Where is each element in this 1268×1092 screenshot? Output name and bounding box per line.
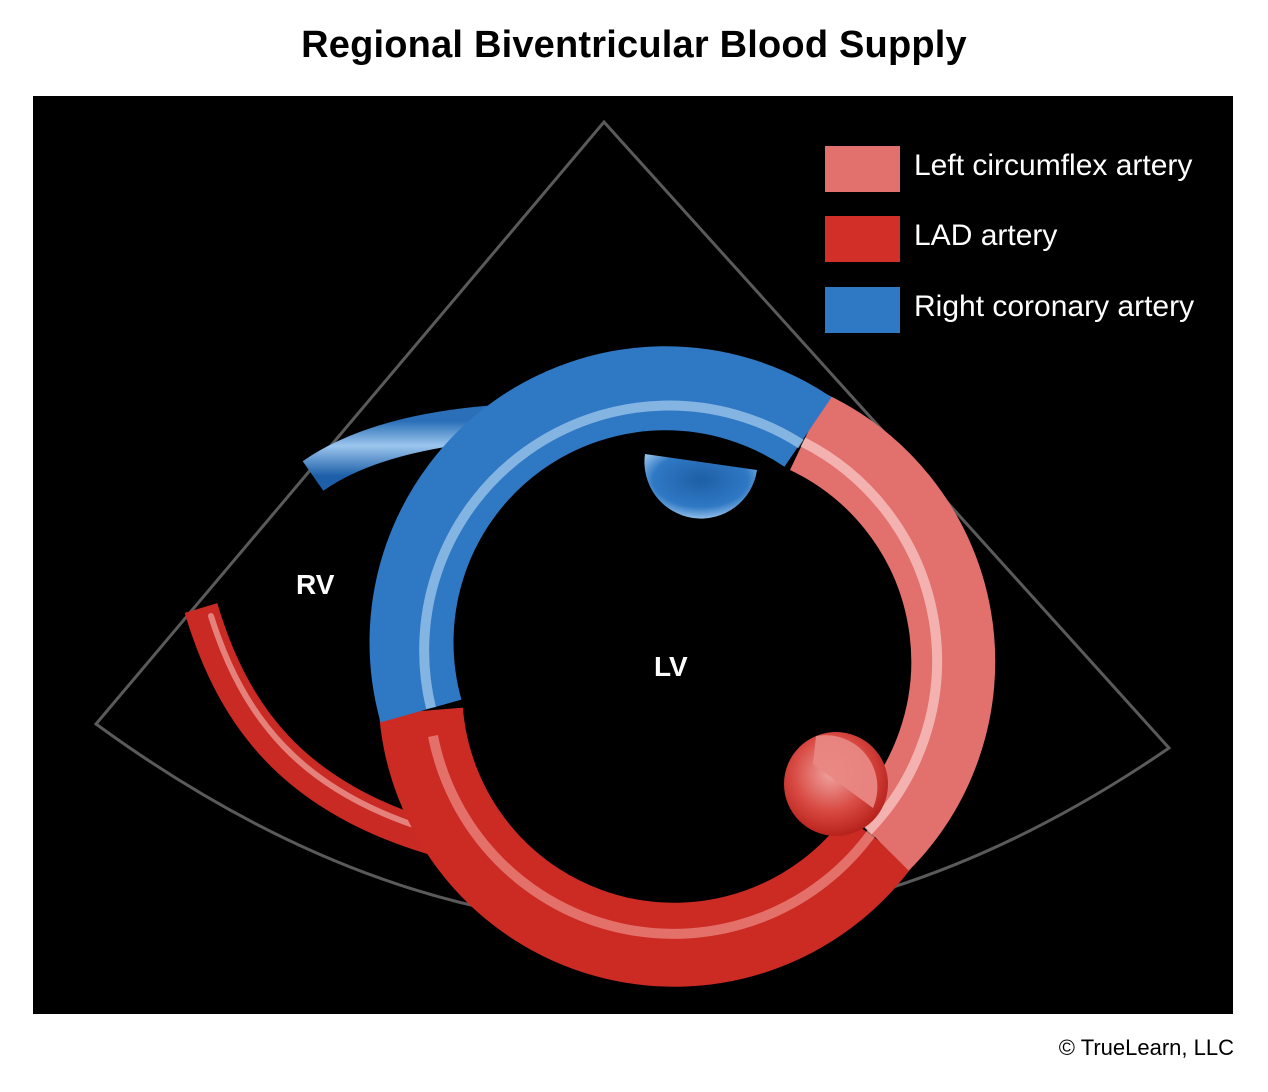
lv-circumflex-highlight bbox=[800, 437, 943, 835]
legend-swatch-left-circumflex bbox=[825, 146, 900, 192]
rv-label: RV bbox=[296, 569, 335, 600]
rv-free-wall-lad-highlight bbox=[208, 613, 432, 833]
rv-free-wall-lad-segment bbox=[184, 603, 438, 855]
anterolateral-papillary-muscle-circumflex bbox=[813, 735, 878, 808]
posteromedial-papillary-muscle bbox=[644, 454, 757, 519]
legend-item-right-coronary: Right coronary artery bbox=[825, 287, 1245, 333]
diagram-title: Regional Biventricular Blood Supply bbox=[301, 24, 967, 66]
legend-label-lad: LAD artery bbox=[914, 219, 1058, 252]
lv-circumflex-segment bbox=[789, 394, 996, 871]
lv-lad-segment bbox=[379, 707, 913, 987]
echo-view-panel: Left circumflex artery LAD artery Right … bbox=[33, 96, 1233, 1014]
myocardial-territory-diagram bbox=[93, 119, 1172, 987]
legend-swatch-right-coronary bbox=[825, 287, 900, 333]
legend-item-left-circumflex: Left circumflex artery bbox=[825, 146, 1245, 192]
lv-lad-highlight bbox=[428, 735, 878, 939]
lv-label: LV bbox=[654, 651, 688, 682]
lv-rca-highlight bbox=[419, 400, 804, 710]
legend-label-left-circumflex: Left circumflex artery bbox=[914, 149, 1193, 182]
lv-rca-segment bbox=[369, 346, 832, 723]
legend-label-right-coronary: Right coronary artery bbox=[914, 290, 1195, 323]
copyright-notice: © TrueLearn, LLC bbox=[1058, 1035, 1234, 1060]
legend-item-lad: LAD artery bbox=[825, 216, 1245, 262]
legend-swatch-lad bbox=[825, 216, 900, 262]
